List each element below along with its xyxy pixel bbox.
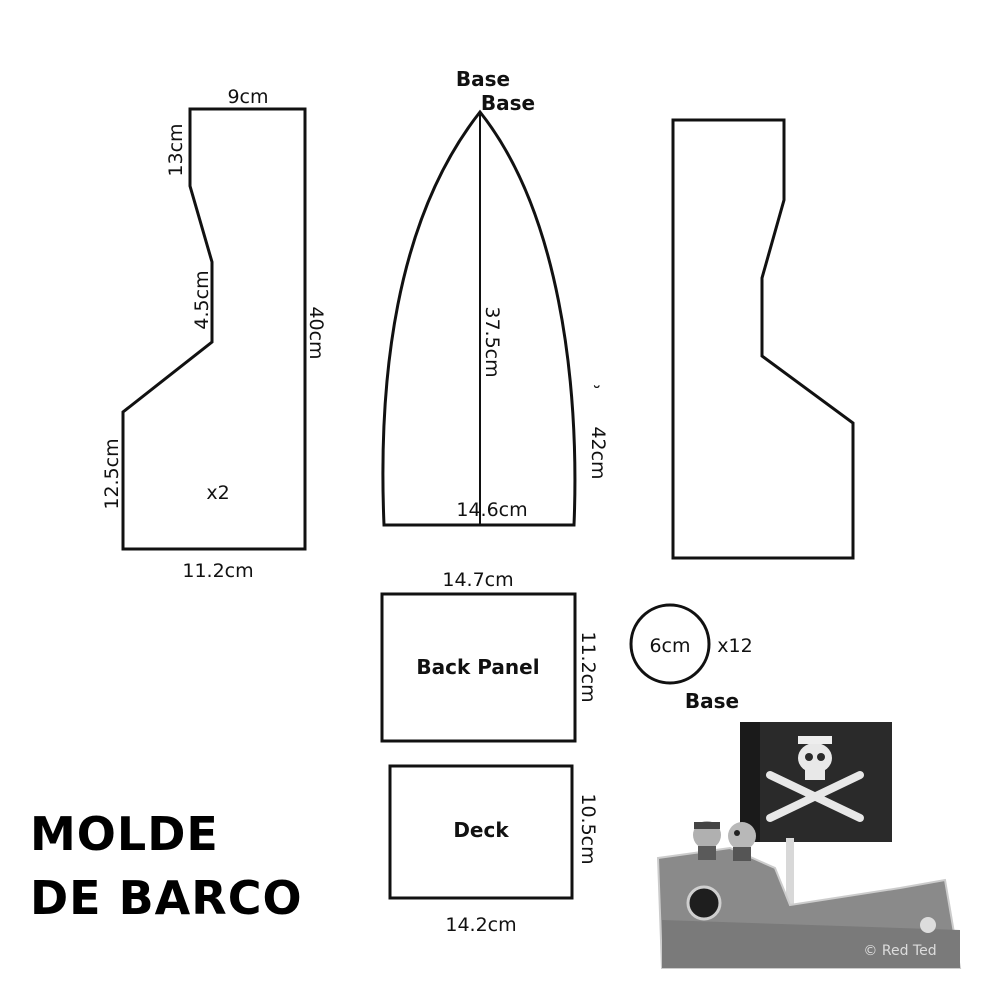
base-top-label-2: Base [481, 91, 535, 115]
pirate-figure-left [693, 821, 721, 860]
side-quantity-label: x2 [206, 482, 229, 504]
deck-outline [388, 764, 574, 900]
back-panel-width-label: 14.7cm [442, 569, 513, 591]
back-panel-outline [380, 592, 577, 743]
hull-skull-icon [920, 917, 936, 933]
side-upper-height-label: 13cm [165, 123, 187, 176]
pirate-ship-photo: © Red Ted [656, 722, 962, 969]
circle-diameter-label: 6cm [649, 635, 690, 657]
back-panel: 14.7cm 11.2cm Back Panel [380, 569, 599, 743]
circle-outline [629, 603, 711, 685]
circle-quantity-label: x12 [717, 635, 752, 657]
title-line-2: DE BARCO [30, 871, 303, 925]
crossbones-icon [766, 771, 864, 822]
skull-icon [798, 736, 832, 780]
back-panel-height-label: 11.2cm [577, 631, 599, 702]
side-top-width-label: 9cm [227, 86, 268, 108]
pirate-figure-right [728, 822, 756, 861]
base-top-label-1: Base [456, 67, 510, 91]
pirate-mast [786, 838, 794, 906]
back-panel-name: Back Panel [416, 655, 539, 679]
circle-piece: 6cm x12 Base [629, 603, 753, 713]
sail-shadow [740, 722, 760, 842]
deck-height-label: 10.5cm [577, 793, 599, 864]
side-piece: 9cm 13cm 4.5cm 40cm 12.5cm 11.2cm x2 [101, 86, 327, 582]
side-slant-label: 4.5cm [191, 270, 213, 329]
base-edge-length-label: 42cm [587, 426, 609, 479]
photo-credit: © Red Ted [863, 943, 936, 959]
title-line-1: MOLDE [30, 807, 219, 861]
side-lower-height-label: 12.5cm [101, 438, 123, 509]
side-piece-outline [121, 107, 307, 551]
side-height-label: 40cm [305, 306, 327, 359]
base-piece-outline [381, 109, 577, 527]
porthole-icon [686, 885, 722, 921]
base-bottom-width-label: 14.6cm [456, 499, 527, 521]
base-piece: Base Base 37.5cm 42cm 14.6cm [381, 67, 609, 527]
side-bottom-width-label: 11.2cm [182, 560, 253, 582]
stray-mark: ˘ [592, 383, 602, 405]
side-piece-mirror [671, 118, 855, 560]
deck-width-label: 14.2cm [445, 914, 516, 936]
deck: Deck 10.5cm 14.2cm [388, 764, 599, 936]
base-center-height-label: 37.5cm [481, 306, 503, 377]
hull-shade [662, 920, 960, 968]
deck-name: Deck [453, 818, 509, 842]
circle-base-label: Base [685, 689, 739, 713]
page-title: MOLDE DE BARCO [30, 802, 303, 930]
side-piece-mirror-outline [671, 118, 855, 560]
